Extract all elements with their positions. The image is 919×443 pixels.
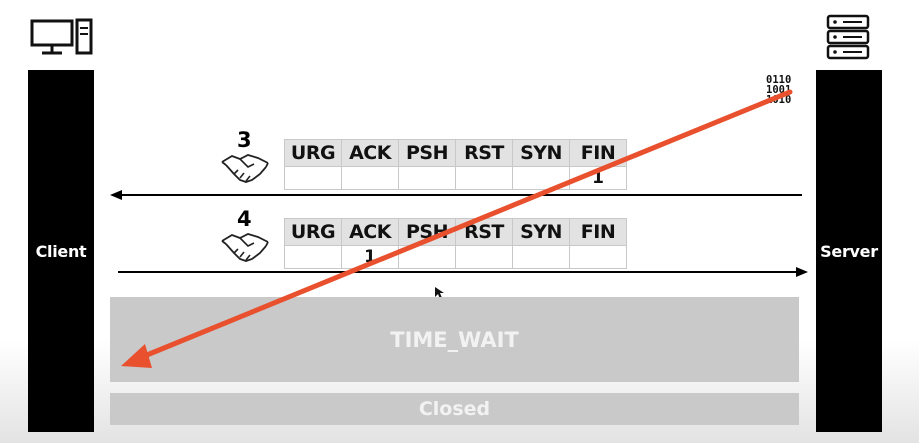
flag-header: ACK [341,218,399,246]
tcp-flags-table: URG ACK PSH RST SYN FIN 1 [284,218,627,269]
flag-header: RST [455,139,513,167]
binary-line: 0110 [766,74,792,86]
tcp-flags-table: URG ACK PSH RST SYN FIN 1 [284,139,627,190]
client-lifeline: Client [28,70,94,432]
desktop-computer-icon [30,18,93,55]
flag-header: SYN [512,139,570,167]
server-lifeline: Server [816,70,882,432]
server-label: Server [820,241,878,261]
binary-data-label: 0110 1001 1010 [766,74,792,106]
handshake-icon [221,233,269,262]
closed-label: Closed [418,398,491,420]
flag-header: FIN [569,218,627,246]
flag-header: URG [284,218,342,246]
client-label: Client [35,241,87,261]
flag-header: RST [455,218,513,246]
flag-header: PSH [398,139,456,167]
handshake-icon [221,154,269,183]
closed-state: Closed [110,393,799,425]
flag-header: SYN [512,218,570,246]
step-number: 4 [237,207,252,231]
server-to-client-arrow [110,190,802,200]
time-wait-state: TIME_WAIT [110,297,799,382]
time-wait-label: TIME_WAIT [390,327,519,352]
binary-line: 1010 [766,94,792,106]
flag-header: FIN [569,139,627,167]
flag-header: PSH [398,218,456,246]
step-number: 3 [237,128,252,152]
server-rack-icon [826,14,870,60]
flag-header: URG [284,139,342,167]
flag-header: ACK [341,139,399,167]
client-to-server-arrow [118,267,808,277]
